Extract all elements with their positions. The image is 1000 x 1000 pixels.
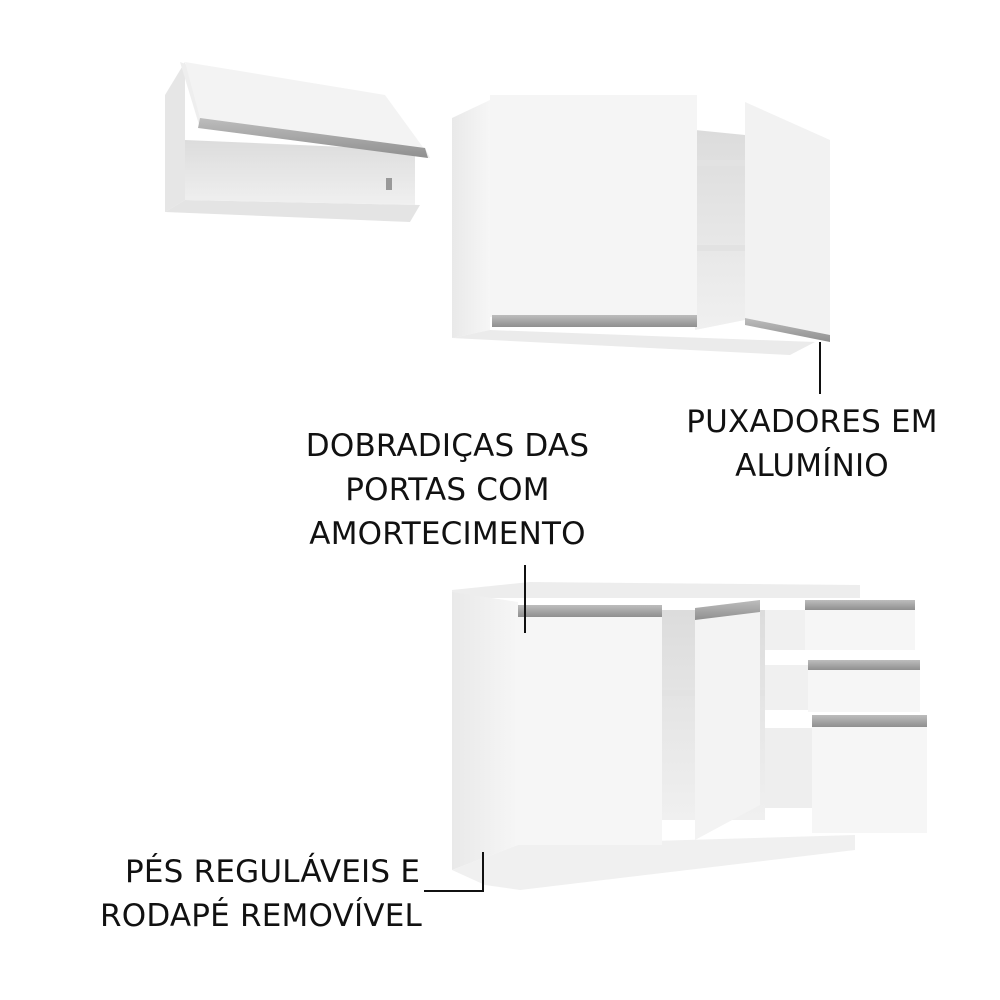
upper-flip-cabinet: [165, 62, 430, 222]
upper-two-door-cabinet: [452, 95, 830, 355]
label-line: RODAPÉ REMOVÍVEL: [100, 898, 422, 934]
base-cabinet: [452, 582, 927, 890]
hinges-callout-label: DOBRADIÇAS DAS PORTAS COM AMORTECIMENTO: [300, 424, 595, 556]
feet-callout-line-v: [482, 852, 484, 892]
label-line: DOBRADIÇAS DAS: [305, 428, 590, 464]
feet-callout-label: PÉS REGULÁVEIS E RODAPÉ REMOVÍVEL: [100, 850, 430, 938]
label-line: ALUMÍNIO: [735, 448, 889, 484]
feet-callout-line-h: [424, 890, 484, 892]
handles-callout-line: [819, 342, 821, 394]
label-line: AMORTECIMENTO: [309, 516, 586, 552]
hinges-callout-line: [524, 565, 526, 633]
handles-callout-label: PUXADORES EM ALUMÍNIO: [683, 400, 941, 488]
label-line: PORTAS COM: [345, 472, 550, 508]
label-line: PUXADORES EM: [686, 404, 938, 440]
label-line: PÉS REGULÁVEIS E: [125, 854, 421, 890]
